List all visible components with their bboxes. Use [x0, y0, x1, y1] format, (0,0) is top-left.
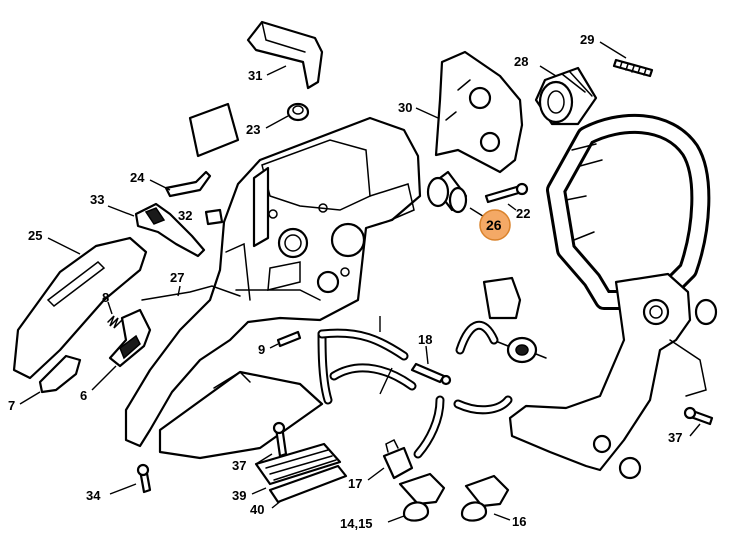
filter-cap — [482, 276, 522, 320]
front-handle-bar — [546, 113, 711, 310]
callout-39: 39 — [232, 488, 246, 503]
part-32-clip — [204, 208, 224, 226]
bracket-dampers — [618, 298, 718, 480]
leader-16 — [493, 513, 511, 521]
callout-26[interactable]: 26 — [486, 217, 502, 233]
callout-16: 16 — [512, 514, 526, 529]
leader-34 — [109, 483, 137, 495]
leader-6 — [91, 365, 117, 391]
part-29-screw — [612, 58, 654, 78]
decal-plate — [188, 102, 240, 158]
callout-31: 31 — [248, 68, 262, 83]
part-26-buffer — [426, 170, 468, 214]
part-8-spring — [107, 315, 123, 329]
callout-9: 9 — [258, 342, 265, 357]
callout-34: 34 — [86, 488, 101, 503]
leader-28 — [539, 65, 557, 77]
callout-18: 18 — [418, 332, 432, 347]
hose-set — [317, 320, 513, 459]
callout-40: 40 — [250, 502, 264, 517]
part-22-screw — [484, 182, 529, 204]
leader-17 — [367, 467, 385, 481]
part-9-pin — [276, 330, 302, 348]
lower-cover-plate — [158, 370, 324, 460]
leader-33 — [107, 205, 135, 217]
part-30-bracket — [434, 50, 524, 174]
part-27-rod — [141, 285, 241, 301]
callout-37-right: 37 — [668, 430, 682, 445]
hose-leader-b — [379, 367, 393, 395]
callout-6: 6 — [80, 388, 87, 403]
leader-9 — [269, 343, 279, 349]
part-31-cover — [246, 20, 324, 90]
leader-25 — [47, 237, 81, 255]
leader-8 — [107, 301, 113, 315]
highlight-circle[interactable] — [479, 209, 511, 241]
leader-29 — [599, 41, 627, 59]
part-24-lever — [164, 170, 212, 198]
callout-14-15: 14,15 — [340, 516, 373, 531]
part-7-lockout — [38, 354, 82, 394]
leader-22 — [507, 203, 517, 211]
callout-8: 8 — [102, 290, 109, 305]
leader-30 — [415, 107, 439, 119]
part-39-40-plates — [254, 442, 348, 504]
part-34-screw — [136, 463, 152, 494]
callout-25: 25 — [28, 228, 42, 243]
part-33-switch — [134, 202, 206, 258]
leader-27 — [177, 285, 181, 297]
part-17-fuel-pickup — [382, 438, 414, 480]
callout-22: 22 — [516, 206, 530, 221]
part-23-grommet — [286, 102, 310, 122]
main-housing — [124, 116, 422, 448]
handle-bracket — [508, 272, 707, 472]
callout-7: 7 — [8, 398, 15, 413]
valve-assembly — [497, 336, 547, 364]
callout-27: 27 — [170, 270, 184, 285]
leader-24 — [149, 179, 171, 191]
part-18-connector — [410, 362, 452, 386]
leader-23 — [265, 115, 289, 129]
callout-29: 29 — [580, 32, 594, 47]
leader-31 — [266, 65, 287, 76]
callout-17: 17 — [348, 476, 362, 491]
callout-28: 28 — [514, 54, 528, 69]
part-37-screw-right — [683, 406, 714, 426]
callout-24: 24 — [130, 170, 145, 185]
callout-37-left: 37 — [232, 458, 246, 473]
leader-39 — [251, 487, 267, 495]
leader-40 — [271, 499, 283, 509]
callout-23: 23 — [246, 122, 260, 137]
leader-14-15 — [387, 515, 405, 523]
leader-18 — [425, 345, 429, 365]
callout-32: 32 — [178, 208, 192, 223]
part-16-clamp — [460, 474, 510, 522]
part-37-screw-left — [272, 421, 288, 458]
leader-7 — [19, 391, 41, 405]
part-25-side-cover — [12, 236, 148, 380]
leader-37-right — [689, 423, 701, 437]
part-14-15-clamp — [398, 472, 446, 522]
callout-33: 33 — [90, 192, 104, 207]
part-28-boot — [534, 66, 598, 126]
highlight-callout-26[interactable]: 26 — [479, 209, 511, 241]
part-6-trigger — [108, 308, 152, 368]
callout-30: 30 — [398, 100, 412, 115]
